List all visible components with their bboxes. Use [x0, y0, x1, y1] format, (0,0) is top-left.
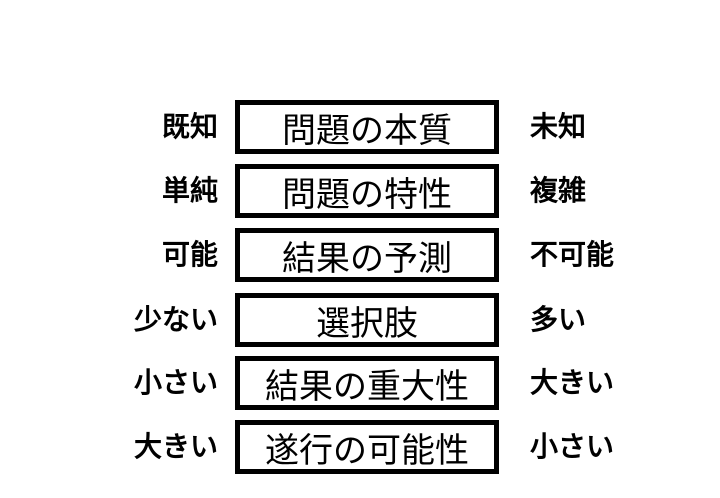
- left-label: 少ない: [133, 303, 218, 336]
- center-label: 結果の重大性: [265, 366, 469, 407]
- row-outcome-prediction: 可能 結果の予測 不可能: [0, 228, 720, 282]
- row-problem-characteristics: 単純 問題の特性 複雑: [0, 164, 720, 218]
- left-label: 可能: [161, 238, 218, 271]
- left-label: 大きい: [133, 430, 218, 463]
- center-box: 選択肢: [235, 293, 499, 347]
- right-label: 未知: [530, 110, 587, 143]
- row-outcome-severity: 小さい 結果の重大性 大きい: [0, 356, 720, 410]
- right-label: 大きい: [530, 366, 615, 399]
- left-label: 単純: [161, 174, 218, 207]
- center-box: 問題の特性: [235, 164, 499, 218]
- center-label: 選択肢: [316, 303, 418, 344]
- right-label: 多い: [530, 303, 587, 336]
- row-feasibility: 大きい 遂行の可能性 小さい: [0, 420, 720, 474]
- center-box: 結果の予測: [235, 228, 499, 282]
- center-label: 結果の予測: [282, 238, 452, 279]
- left-label: 小さい: [133, 366, 218, 399]
- row-problem-nature: 既知 問題の本質 未知: [0, 100, 720, 154]
- center-box: 結果の重大性: [235, 356, 499, 410]
- right-label: 小さい: [530, 430, 615, 463]
- center-label: 問題の特性: [282, 174, 452, 215]
- left-label: 既知: [161, 110, 218, 143]
- center-box: 遂行の可能性: [235, 420, 499, 474]
- right-label: 不可能: [530, 238, 615, 271]
- row-options: 少ない 選択肢 多い: [0, 293, 720, 347]
- center-label: 遂行の可能性: [265, 430, 469, 471]
- right-label: 複雑: [530, 174, 587, 207]
- center-box: 問題の本質: [235, 100, 499, 154]
- center-label: 問題の本質: [282, 110, 452, 151]
